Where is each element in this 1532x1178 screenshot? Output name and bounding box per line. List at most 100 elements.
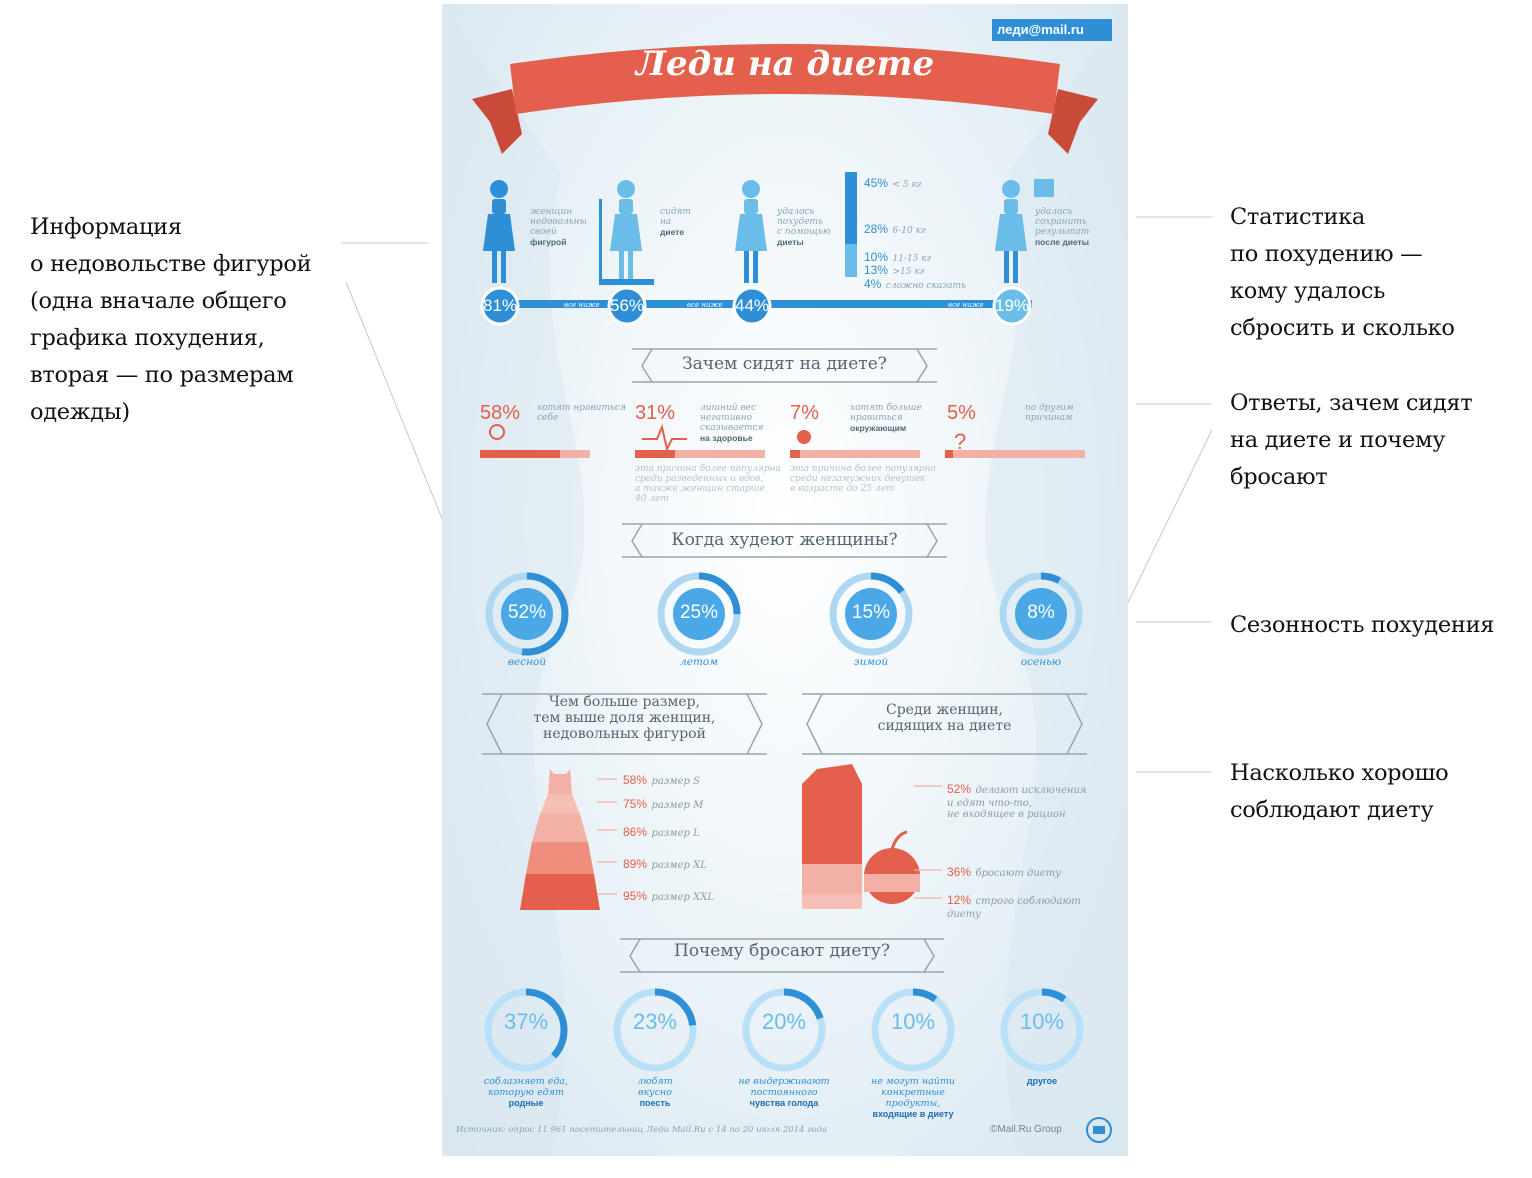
annotation-line: Сезонность похудения <box>1230 612 1495 638</box>
why-bar-fill <box>635 450 675 458</box>
annotation-line: соблюдают диету <box>1230 797 1434 823</box>
why-pct: 31% <box>635 402 676 424</box>
funnel-connector: все ниже <box>687 301 723 309</box>
why-bar-fill <box>790 450 800 458</box>
funnel-connector: все ниже <box>948 301 984 309</box>
annotation-weight-loss-stats: Статистика по похудению — кому удалось с… <box>1230 199 1455 347</box>
annotation-seasonality: Сезонность похудения <box>1230 607 1494 644</box>
season-rings <box>485 572 1083 656</box>
quit-ring-arc <box>871 988 955 1072</box>
section-title-quit: Почему бросают диету? <box>674 941 890 961</box>
season-label: летом <box>680 656 718 668</box>
svg-text:?: ? <box>954 429 966 454</box>
annotation-line: (одна вначале общего <box>30 288 287 314</box>
season-pct: 15% <box>851 602 891 623</box>
infographic: ? леди@mail.ru Леди на диете <box>442 4 1128 1156</box>
why-bars: ? <box>480 423 1085 458</box>
annotation-line: графика похудения, <box>30 325 265 351</box>
size-item: 58% размер S <box>623 773 700 787</box>
annotation-line: бросают <box>1230 464 1328 490</box>
size-ticks <box>597 778 617 895</box>
section-title-why: Зачем сидят на диете? <box>682 354 887 374</box>
loss-item: 13% >15 кг <box>864 263 925 277</box>
annotation-line: на диете и почему <box>1230 427 1446 453</box>
woman-figures <box>483 179 1054 285</box>
loss-item: 45% < 5 кг <box>864 176 922 190</box>
season-label: зимой <box>853 656 889 668</box>
funnel-circles <box>480 286 1032 326</box>
size-item: 89% размер XL <box>623 857 707 871</box>
season-ring-arc <box>999 572 1083 656</box>
infographic-graphics: ? <box>442 4 1128 1156</box>
section-title-when: Когда худеют женщины? <box>671 530 898 550</box>
quit-ring-arc <box>613 988 697 1072</box>
quit-pct: 10% <box>1019 1009 1065 1034</box>
annotation-line: Статистика <box>1230 204 1366 230</box>
season-pct: 8% <box>1027 602 1055 623</box>
quit-rings <box>484 988 1084 1072</box>
quit-ring-arc <box>742 988 826 1072</box>
annotation-body-dissatisfaction: Информация о недовольстве фигурой (одна … <box>30 209 312 431</box>
annotation-line: сбросить и сколько <box>1230 315 1455 341</box>
annotation-line: вторая — по размерам <box>30 362 294 388</box>
season-ring-arc <box>657 572 741 656</box>
dress-icon <box>520 769 600 910</box>
why-pct: 58% <box>480 402 521 424</box>
size-item: 95% размер XXL <box>623 889 714 903</box>
page-title: Леди на диете <box>635 44 935 84</box>
milk-carton-icon <box>802 764 862 909</box>
quit-label: другое <box>1026 1076 1058 1086</box>
logo-box <box>992 19 1112 41</box>
logo[interactable]: леди@mail.ru <box>997 22 1084 37</box>
apple-icon <box>864 830 920 904</box>
size-item: 75% размер M <box>623 797 704 811</box>
annotation-line: кому удалось <box>1230 278 1386 304</box>
quit-ring-arc <box>484 988 568 1072</box>
quit-pct: 23% <box>632 1009 678 1034</box>
section-title-diet: Среди женщин,сидящих на диете <box>877 702 1012 734</box>
source-note: Источник: опрос 11 961 посетительниц Лед… <box>456 1125 828 1135</box>
header-frames <box>482 348 1087 973</box>
why-pct: 5% <box>947 402 976 424</box>
funnel-connector: все ниже <box>564 301 600 309</box>
quit-pct: 20% <box>761 1009 807 1034</box>
season-ring-arc <box>829 572 913 656</box>
diet-item: 36% бросают диету <box>947 865 1062 879</box>
loss-item: 10% 11-15 кг <box>864 250 932 264</box>
loss-item: 28% 6-10 кг <box>864 222 926 236</box>
annotation-line: Ответы, зачем сидят <box>1230 390 1473 416</box>
why-bar-fill <box>480 450 560 458</box>
season-ring-icon <box>845 588 897 640</box>
quit-pct: 37% <box>503 1009 549 1034</box>
title-ribbon <box>472 44 1098 154</box>
season-label: осенью <box>1020 656 1062 668</box>
loss-item: 4% сложно сказать <box>864 277 966 291</box>
funnel-pct: 19% <box>994 296 1030 315</box>
funnel-pct: 44% <box>734 296 770 315</box>
annotation-line: Информация <box>30 214 182 240</box>
copyright: ©Mail.Ru Group <box>990 1124 1062 1135</box>
annotation-line: по похудению — <box>1230 241 1423 267</box>
season-pct: 52% <box>507 602 547 623</box>
diet-ticks <box>914 785 942 899</box>
annotation-line: Насколько хорошо <box>1230 760 1449 786</box>
season-label: весной <box>507 656 547 668</box>
season-ring-icon <box>1015 588 1067 640</box>
mail-badge-icon <box>1086 1117 1112 1143</box>
annotation-diet-adherence: Насколько хорошо соблюдают диету <box>1230 755 1449 829</box>
